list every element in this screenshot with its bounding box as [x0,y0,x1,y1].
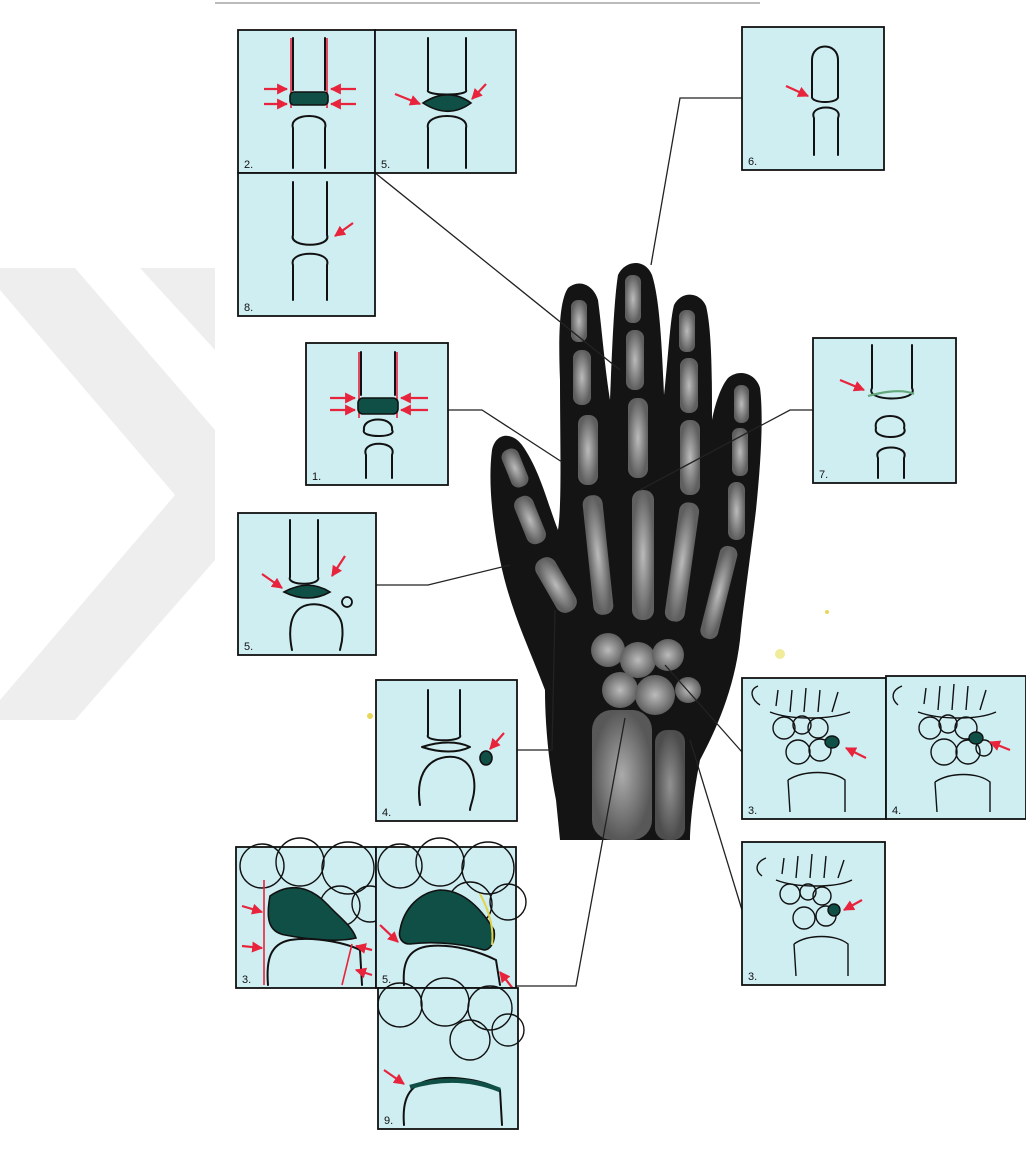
panel-label: 3. [748,971,757,983]
panel-5-middle: 5. [238,513,376,655]
panel-9: 9. [378,978,524,1129]
panel-label: 1. [312,471,321,483]
panel-label: 6. [748,156,757,168]
panel-label: 8. [244,302,253,314]
panel-9-frame [378,988,518,1129]
panel-3-carpals: 3. [742,678,886,819]
speck [825,610,829,614]
panel-label: 3. [748,805,757,817]
panel-7: 7. [813,338,956,483]
panel-label: 2. [244,159,253,171]
speck [367,713,373,719]
panel-3-lower-left: 3. [236,838,388,988]
panel-4-carpals: 4. [886,676,1026,819]
panel-label: 9. [384,1115,393,1127]
panel-label: 7. [819,469,828,481]
speck [775,649,785,659]
panel-6: 6. [742,27,884,170]
panel-5-top: 5. [375,30,516,173]
panel-label: 3. [242,974,251,986]
panel-4-middle: 4. [376,680,517,821]
panel-label: 5. [382,974,391,986]
panel-7-frame [813,338,956,483]
panel-label: 5. [244,641,253,653]
panel-2: 2. [238,30,375,173]
panel-1: 1. [306,343,448,485]
panel-5-lower: 5. [376,838,526,990]
panel-label: 4. [382,807,391,819]
panel-3-carpals-frame [742,678,886,819]
panel-3-lower-right: 3. [742,842,885,985]
hand-xray [490,263,761,840]
panel-8: 8. [238,173,375,316]
panel-label: 4. [892,805,901,817]
watermark-chevron [0,268,215,720]
panel-label: 5. [381,159,390,171]
